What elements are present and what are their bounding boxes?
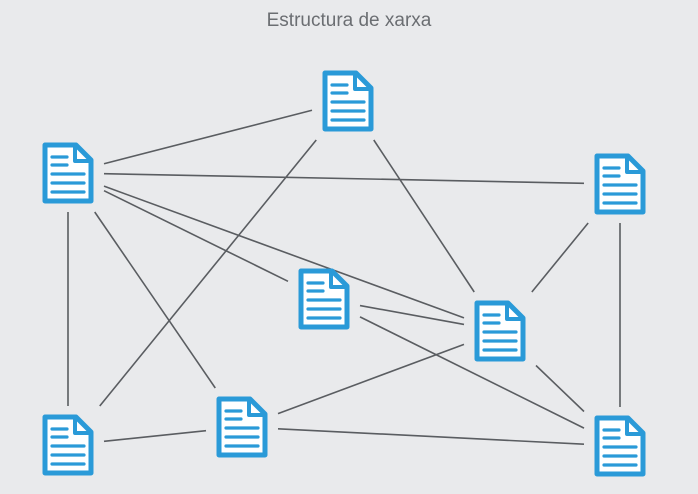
edge-B-D <box>103 190 289 282</box>
document-icon[interactable] <box>322 70 374 132</box>
document-icon[interactable] <box>594 415 646 477</box>
document-icon[interactable] <box>298 268 350 330</box>
edge-A-F <box>99 139 317 407</box>
edge-B-E <box>103 185 465 319</box>
edge-B-C <box>103 172 585 185</box>
edge-G-H <box>277 428 585 445</box>
document-icon[interactable] <box>474 300 526 362</box>
edges-layer <box>67 109 621 445</box>
document-icon[interactable] <box>42 142 94 204</box>
edge-C-E <box>531 222 589 293</box>
document-icon[interactable] <box>594 153 646 215</box>
edge-A-E <box>373 139 475 293</box>
edge-G-F <box>103 429 207 443</box>
edge-D-H <box>359 316 585 429</box>
edge-E-H <box>535 364 585 413</box>
edge-B-A <box>103 109 313 165</box>
edge-D-E <box>359 304 465 326</box>
edge-E-G <box>277 343 465 415</box>
edge-B-G <box>94 211 216 389</box>
diagram-title: Estructura de xarxa <box>266 10 432 31</box>
document-icon[interactable] <box>216 396 268 458</box>
document-icon[interactable] <box>42 414 94 476</box>
nodes-layer <box>42 70 646 477</box>
